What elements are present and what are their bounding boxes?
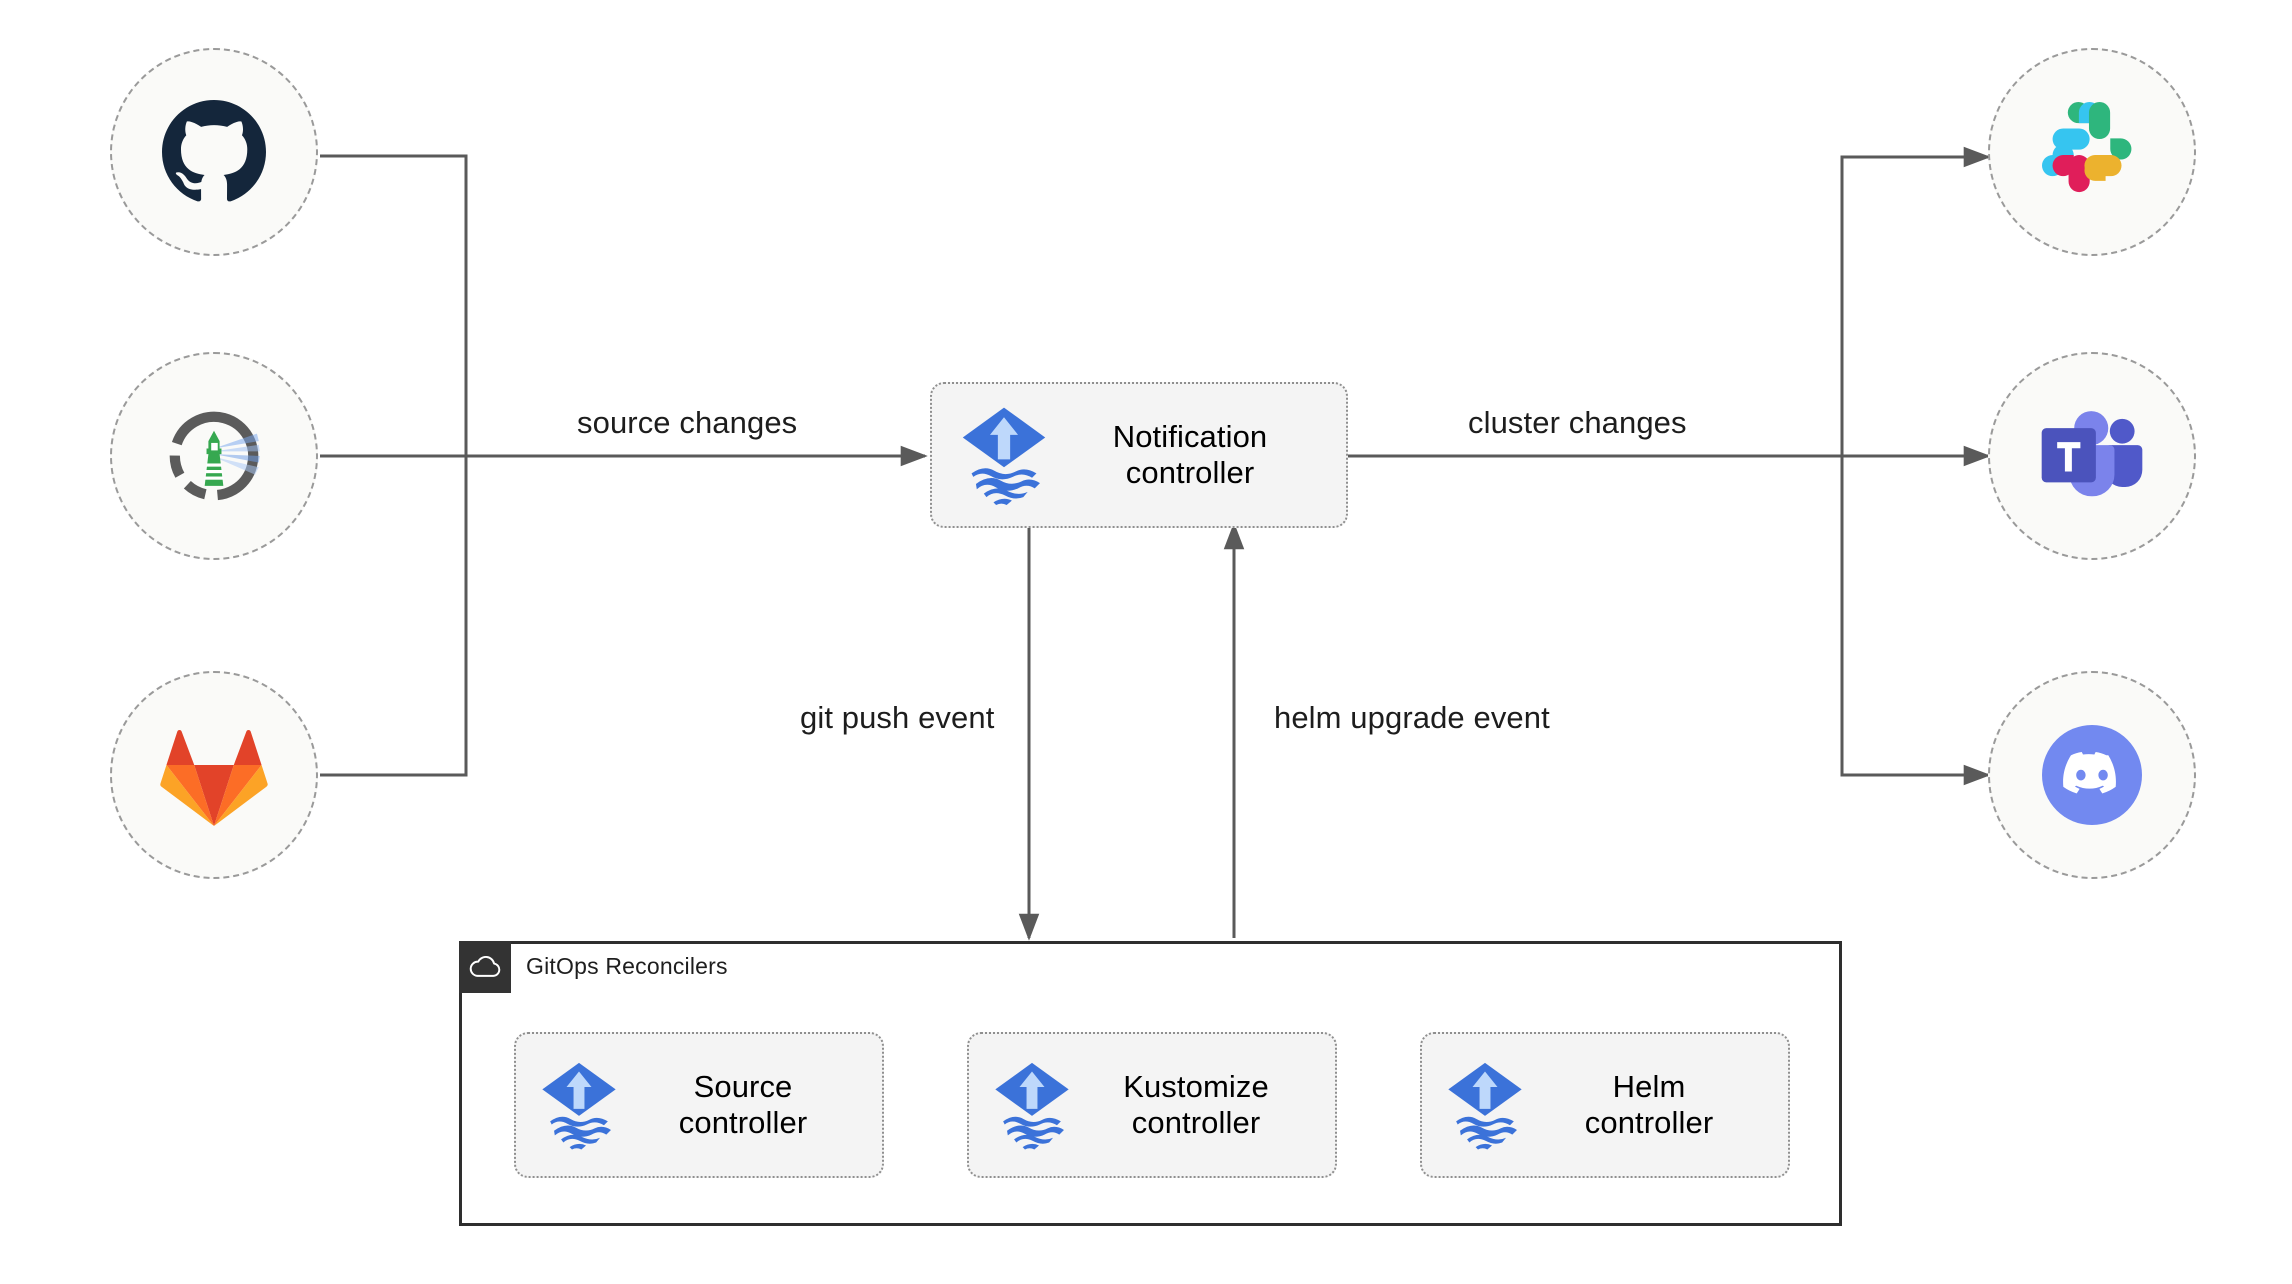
wire-github-to-bus [320, 154, 468, 456]
notification-controller-label: Notification controller [1048, 419, 1338, 491]
helm-controller-box[interactable]: Helm controller [1420, 1032, 1790, 1178]
notification-controller-box[interactable]: Notification controller [930, 382, 1348, 528]
notification-controller-line1: Notification [1112, 419, 1268, 455]
flux-logo-icon [1446, 1060, 1524, 1150]
slack-icon [2042, 102, 2142, 202]
source-node-flux[interactable] [110, 352, 318, 560]
source-controller-line2: controller [678, 1105, 808, 1140]
kustomize-controller-line2: controller [1131, 1105, 1261, 1140]
gitops-reconcilers-title: GitOps Reconcilers [526, 953, 728, 979]
source-controller-line1: Source [693, 1069, 793, 1105]
kustomize-controller-box[interactable]: Kustomize controller [967, 1032, 1337, 1178]
notification-controller-line2: controller [1125, 455, 1255, 490]
edge-label-helm-upgrade-event: helm upgrade event [1274, 700, 1550, 735]
kustomize-controller-label: Kustomize controller [1071, 1069, 1327, 1141]
wire-gitlab-to-bus [320, 456, 468, 777]
flux-logo-icon [993, 1060, 1071, 1150]
gitlab-icon [159, 724, 269, 826]
github-icon [162, 100, 266, 204]
wire-bus-to-slack [1840, 146, 1991, 456]
edge-label-cluster-changes: cluster changes [1468, 405, 1687, 440]
flux-logo-icon [960, 405, 1048, 505]
helm-controller-line1: Helm [1612, 1069, 1686, 1105]
wire-bus-to-discord [1840, 456, 1991, 786]
target-node-discord[interactable] [1988, 671, 2196, 879]
source-node-gitlab[interactable] [110, 671, 318, 879]
discord-icon [2040, 723, 2144, 827]
source-controller-box[interactable]: Source controller [514, 1032, 884, 1178]
flux-logo-icon [540, 1060, 618, 1150]
source-node-github[interactable] [110, 48, 318, 256]
cloud-icon [459, 941, 511, 993]
flux-lighthouse-icon [158, 400, 270, 512]
edge-label-source-changes: source changes [577, 405, 798, 440]
edge-label-git-push-event: git push event [800, 700, 995, 735]
helm-controller-line2: controller [1584, 1105, 1714, 1140]
msteams-icon [2039, 408, 2145, 504]
source-controller-label: Source controller [618, 1069, 874, 1141]
kustomize-controller-line1: Kustomize [1123, 1069, 1269, 1105]
helm-controller-label: Helm controller [1524, 1069, 1780, 1141]
target-node-teams[interactable] [1988, 352, 2196, 560]
target-node-slack[interactable] [1988, 48, 2196, 256]
